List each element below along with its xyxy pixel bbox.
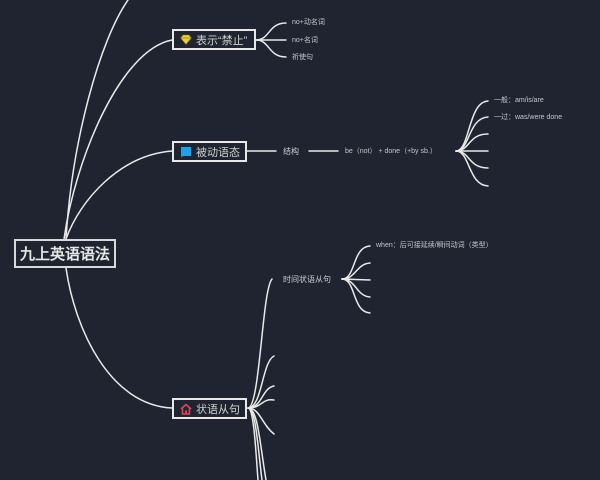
time-clause-label[interactable]: 时间状语从句 bbox=[283, 275, 331, 284]
connector-root-offscreen bbox=[65, 0, 129, 240]
diamond-icon bbox=[180, 34, 192, 45]
prohibition-item-3[interactable]: 祈使句 bbox=[292, 54, 313, 61]
topic-passive-voice[interactable]: 被动语态 bbox=[172, 141, 247, 162]
root-topic-label: 九上英语语法 bbox=[20, 246, 111, 263]
structure-label[interactable]: 结构 bbox=[283, 147, 299, 156]
flag-icon bbox=[180, 146, 192, 158]
house-icon bbox=[180, 403, 192, 415]
connector-t1-c3 bbox=[255, 39, 287, 58]
connector-root-topic-2 bbox=[65, 150, 173, 240]
connector-root-topic-3 bbox=[65, 267, 173, 409]
tense-item-1[interactable]: 一般：am/is/are bbox=[494, 97, 544, 104]
connector-t3-subtopic bbox=[247, 278, 273, 409]
when-item[interactable]: when：后可接延续/瞬间动词（类型） bbox=[376, 242, 493, 249]
root-topic[interactable]: 九上英语语法 bbox=[14, 239, 116, 268]
prohibition-item-2[interactable]: no+名词 bbox=[292, 37, 318, 44]
topic-adverbial-clause[interactable]: 状语从句 bbox=[172, 398, 247, 419]
topic-prohibition-label: 表示“禁止” bbox=[196, 34, 248, 47]
topic-prohibition[interactable]: 表示“禁止” bbox=[172, 29, 256, 50]
connector-t1-c1 bbox=[255, 22, 287, 41]
tense-item-2[interactable]: 一过：was/were done bbox=[494, 114, 563, 121]
connector-root-topic-1 bbox=[63, 39, 173, 240]
prohibition-item-1[interactable]: no+动名词 bbox=[292, 19, 325, 26]
topic-passive-voice-label: 被动语态 bbox=[196, 146, 240, 159]
passive-formula[interactable]: be（not） + done（+by sb.） bbox=[345, 148, 437, 155]
topic-adverbial-clause-label: 状语从句 bbox=[196, 403, 240, 416]
